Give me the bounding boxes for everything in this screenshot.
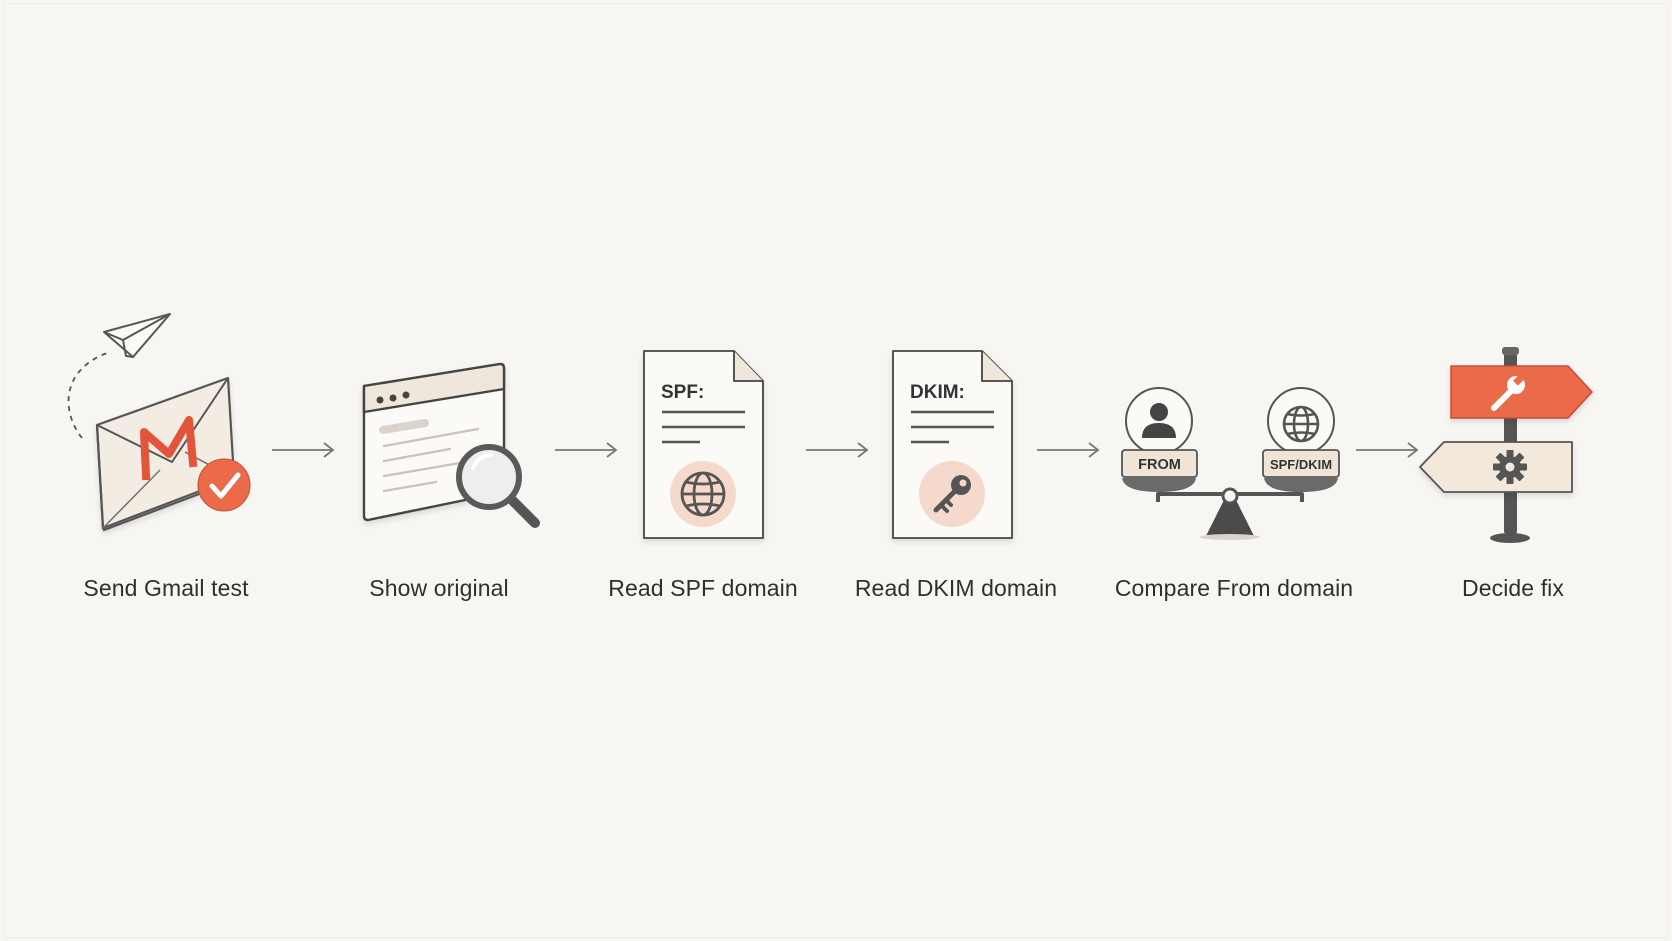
paper-plane-icon	[103, 313, 171, 358]
from-tag-label: FROM	[1138, 457, 1181, 473]
signpost-icon	[1419, 347, 1593, 543]
step-label-compare-from-domain: Compare From domain	[1114, 575, 1354, 601]
globe-icon	[1282, 405, 1320, 443]
spf-dkim-tag	[1262, 449, 1340, 478]
check-badge-icon	[197, 458, 251, 512]
dashed-trail	[67, 351, 111, 439]
browser-magnifier-icon	[362, 362, 540, 528]
step-label-read-spf-domain: Read SPF domain	[608, 575, 798, 601]
step-label-show-original: Show original	[369, 575, 509, 601]
connector-arrow	[272, 442, 335, 458]
step-label-read-dkim-domain: Read DKIM domain	[854, 575, 1058, 601]
connector-arrow	[1037, 442, 1100, 458]
wrench-icon	[1491, 375, 1525, 411]
step-label-send-gmail-test: Send Gmail test	[83, 575, 249, 601]
globe-icon	[680, 471, 726, 517]
gear-icon	[1493, 450, 1527, 484]
step-label-decide-fix: Decide fix	[1462, 575, 1564, 601]
person-icon	[1142, 403, 1176, 438]
connector-arrow	[806, 442, 869, 458]
spf-heading: SPF:	[661, 382, 704, 403]
balance-scale-icon: FROM SPF/DKIM	[1121, 387, 1340, 540]
spf-document-globe-icon: SPF:	[643, 350, 764, 539]
magnifier-icon	[456, 444, 540, 528]
connector-arrow	[1356, 442, 1419, 458]
spf-dkim-tag-label: SPF/DKIM	[1270, 457, 1332, 472]
dkim-document-key-icon: DKIM:	[892, 350, 1013, 539]
connector-arrow	[555, 442, 618, 458]
gmail-envelope-send-icon	[67, 313, 251, 532]
from-tag	[1121, 449, 1198, 478]
gmail-m-logo	[140, 416, 198, 481]
key-icon	[933, 475, 971, 513]
dkim-heading: DKIM:	[910, 382, 965, 403]
